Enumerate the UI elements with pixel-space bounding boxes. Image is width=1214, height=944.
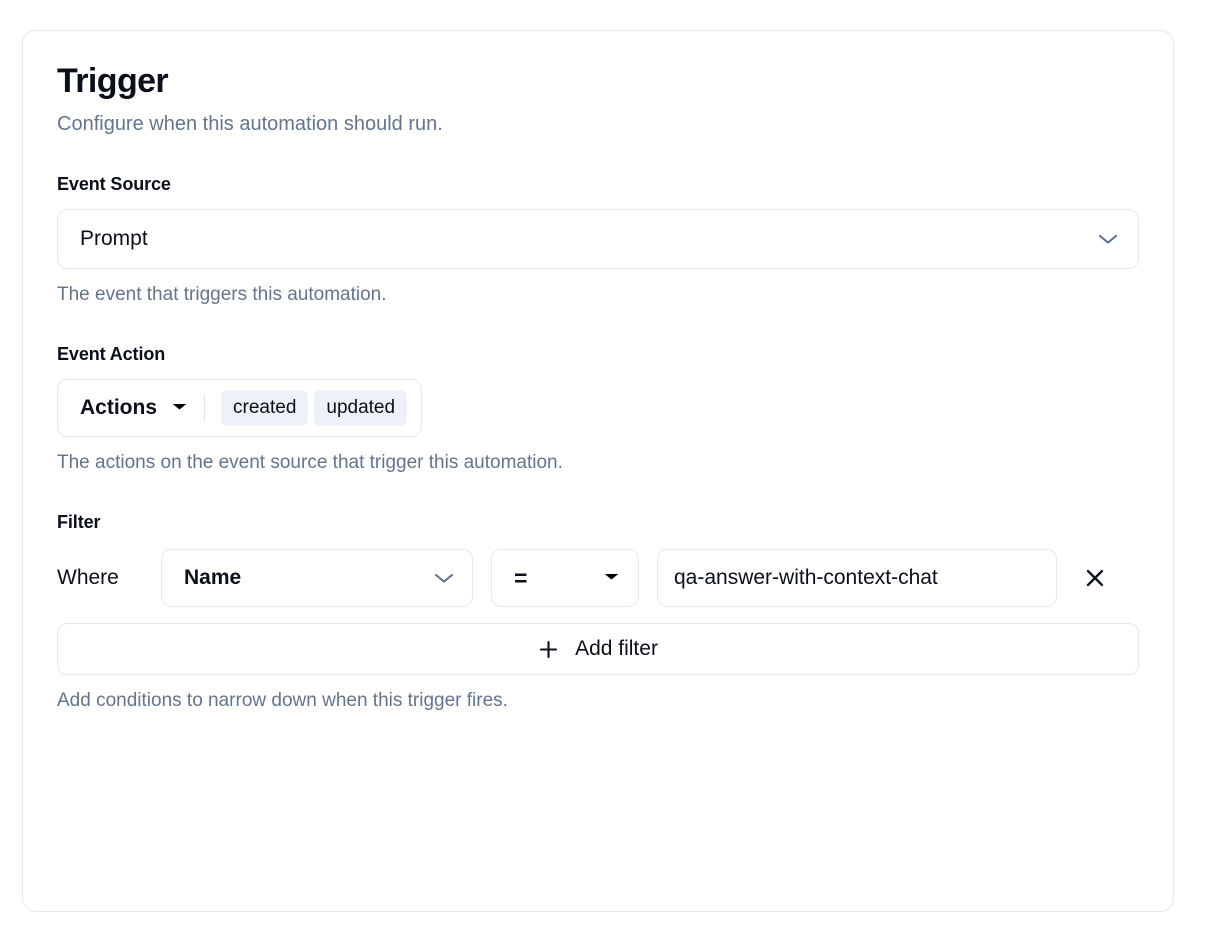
filter-field: Filter Where Name =: [57, 511, 1139, 713]
event-action-chip-list: created updated: [221, 390, 408, 426]
event-action-dropdown-trigger[interactable]: Actions: [80, 396, 188, 420]
event-action-field: Event Action Actions created updated The…: [57, 343, 1139, 475]
event-source-field: Event Source Prompt The event that trigg…: [57, 173, 1139, 307]
add-filter-button[interactable]: Add filter: [57, 623, 1139, 675]
add-filter-label: Add filter: [575, 637, 658, 660]
filter-label: Filter: [57, 512, 101, 532]
filter-operator-select[interactable]: =: [491, 549, 639, 607]
event-source-label: Event Source: [57, 174, 171, 194]
remove-filter-button[interactable]: [1075, 558, 1115, 598]
filter-row: Where Name =: [57, 549, 1139, 607]
close-icon: [1084, 567, 1106, 589]
event-action-combo: Actions created updated: [57, 379, 423, 437]
page-title: Trigger: [57, 62, 169, 100]
filter-value-wrapper: [657, 549, 1057, 607]
chevron-down-icon: [434, 572, 454, 584]
event-source-select[interactable]: Prompt: [57, 209, 1139, 269]
event-action-chip-created[interactable]: created: [221, 390, 309, 426]
trigger-card: Trigger Configure when this automation s…: [22, 30, 1174, 912]
event-source-value: Prompt: [80, 227, 148, 250]
event-action-label: Event Action: [57, 344, 166, 364]
event-action-chip-updated[interactable]: updated: [314, 390, 408, 426]
event-source-help: The event that triggers this automation.: [57, 284, 387, 305]
chevron-down-icon: [1098, 233, 1118, 245]
combo-divider: [204, 395, 206, 421]
plus-icon: [538, 639, 559, 660]
page-subtitle: Configure when this automation should ru…: [57, 113, 443, 135]
filter-field-value: Name: [184, 566, 242, 589]
filter-where-label: Where: [57, 566, 119, 589]
chevron-down-icon: [603, 569, 620, 587]
event-action-trigger-label: Actions: [80, 396, 158, 419]
filter-value-input[interactable]: [674, 566, 1040, 590]
chevron-down-icon: [171, 399, 188, 417]
event-action-help: The actions on the event source that tri…: [57, 452, 563, 473]
filter-help: Add conditions to narrow down when this …: [57, 690, 508, 711]
filter-operator-value: =: [514, 564, 528, 591]
filter-field-select[interactable]: Name: [161, 549, 473, 607]
